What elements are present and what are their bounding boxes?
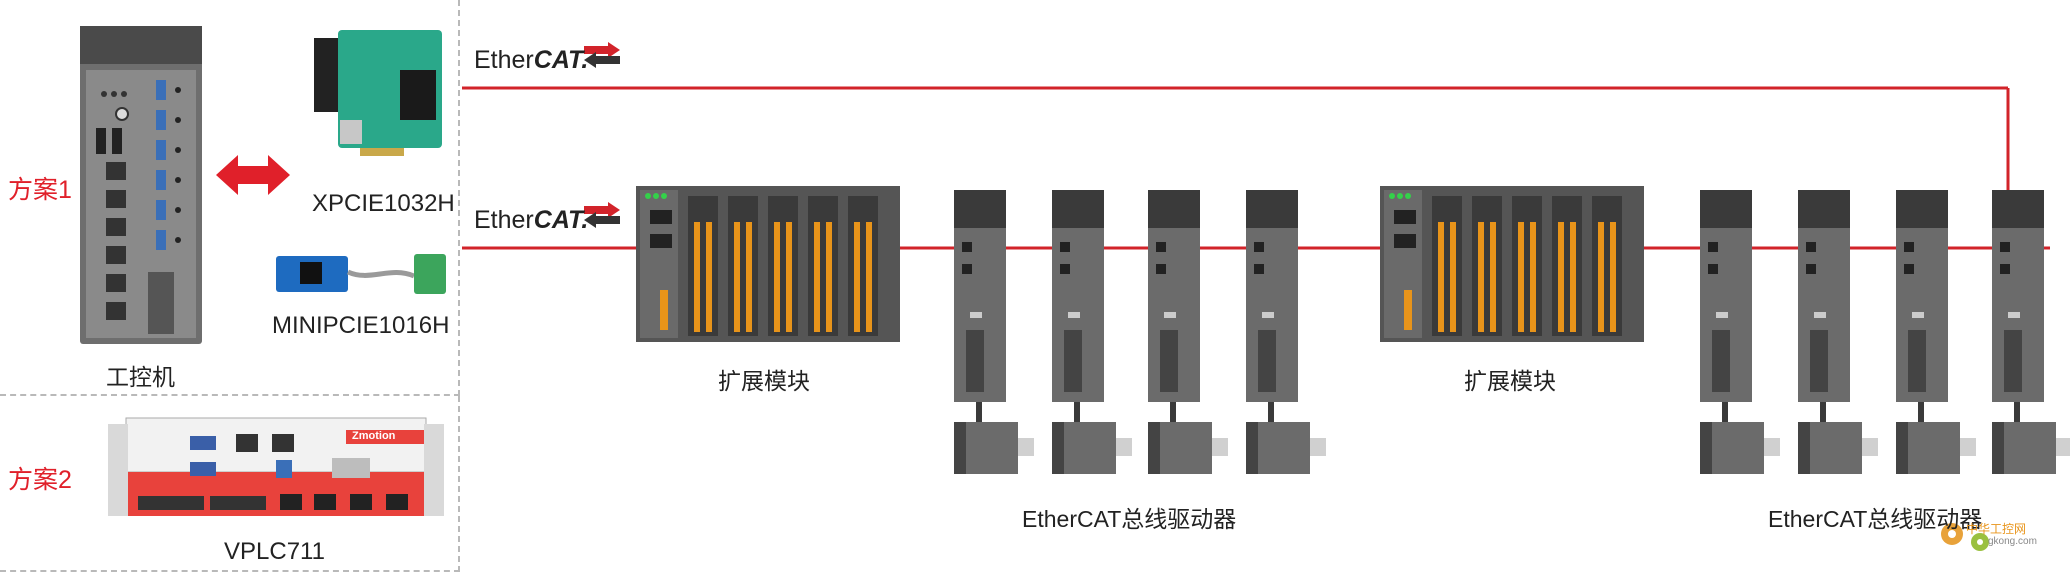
pcie-card-label: XPCIE1032H [312,190,455,217]
expansion-module-icon [1380,186,1644,342]
servo-drive-icon [1700,190,1780,474]
vplc711-icon [108,417,444,516]
servo-drive-icon [1052,190,1132,474]
scheme2-label: 方案2 [8,466,72,494]
pcie-card-icon [314,30,442,156]
servo-drive-icon [1896,190,1976,474]
watermark-name: 中华工控网 [1966,522,2027,536]
expansion-module-label: 扩展模块 [718,368,810,394]
ethercat-logo-arrows-icon [584,202,620,228]
expansion-module-label: 扩展模块 [1464,368,1556,394]
ethercat-logo-arrows-icon [584,42,620,68]
servo-drive-icon [1246,190,1326,474]
vplc-label: VPLC711 [224,538,325,565]
ethercat-logo-main: EtherCAT. [474,206,589,234]
drives-label: EtherCAT总线驱动器 [1768,506,1983,532]
watermark-gear-icon [1941,523,1989,551]
servo-drive-icon [1992,190,2070,474]
ipc-label: 工控机 [106,364,175,390]
bidirectional-arrow-icon [216,155,290,195]
minipcie-card-label: MINIPCIE1016H [272,312,450,339]
scheme1-label: 方案1 [8,176,72,204]
industrial-pc-icon [80,26,202,344]
servo-drive-icon [1798,190,1878,474]
vplc-brand: Zmotion [352,430,396,442]
expansion-module-icon [636,186,900,342]
drives-label: EtherCAT总线驱动器 [1022,506,1237,532]
ethercat-logo-top: EtherCAT. [474,46,589,74]
minipcie-card-icon [276,254,446,294]
servo-drive-icon [954,190,1034,474]
scheme2-box [0,396,460,572]
watermark-url: gkong.com [1988,536,2037,547]
scheme1-box [0,0,460,396]
servo-drive-icon [1148,190,1228,474]
